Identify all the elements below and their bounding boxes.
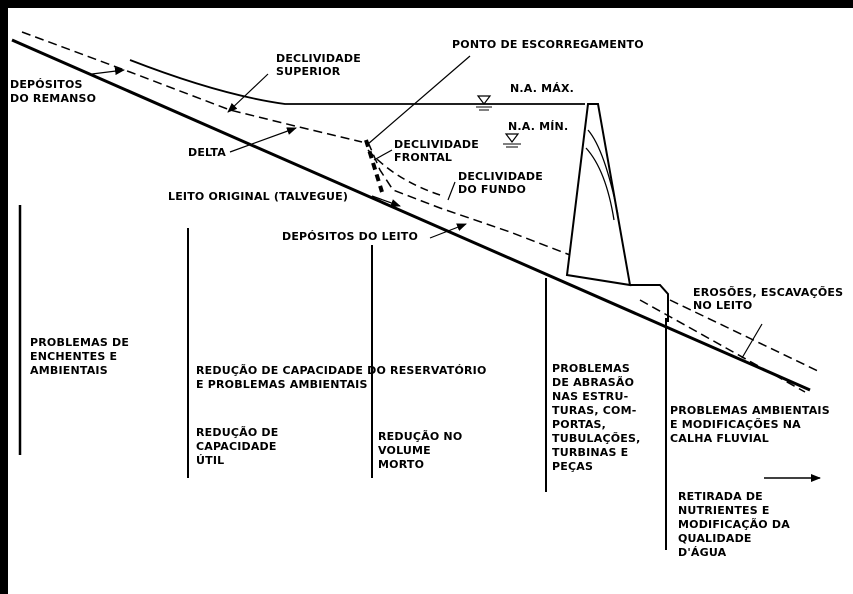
problem-capacidade-util-text: REDUÇÃO DE CAPACIDADE ÚTIL <box>196 426 279 467</box>
delta-label: DELTA <box>188 146 226 159</box>
delta-front-thick-dashed <box>364 139 384 193</box>
erosoes-label: EROSÕES, ESCAVAÇÕES NO LEITO <box>693 286 847 312</box>
na-min-label: N.A. MÍN. <box>508 120 568 133</box>
delta-leader <box>229 127 297 153</box>
na-max-label: N.A. MÁX. <box>510 82 574 95</box>
declividade-frontal-label: DECLIVIDADE FRONTAL <box>394 138 483 164</box>
dam-inner-curve-1 <box>587 129 619 216</box>
downstream-erosion-dashed-2 <box>639 299 806 393</box>
leito-leader <box>371 195 401 207</box>
upper-slope-curve <box>129 59 585 105</box>
depositos-remanso-label: DEPÓSITOS DO REMANSO <box>10 78 96 105</box>
frontal-slope-dashed-line <box>367 141 571 256</box>
problem-reservatorio-text: REDUÇÃO DE CAPACIDADE DO RESERVATÓRIO E … <box>196 364 487 391</box>
ponto-leader <box>367 55 471 145</box>
dam-structure <box>565 103 632 287</box>
declividade-superior-label: DECLIVIDADE SUPERIOR <box>276 52 365 78</box>
problem-volume-morto-text: REDUÇÃO NO VOLUME MORTO <box>378 430 463 471</box>
remanso-leader <box>91 67 125 76</box>
problem-calha-fluvial-text: PROBLEMAS AMBIENTAIS E MODIFICAÇÕES NA C… <box>670 404 830 445</box>
leito-original-label: LEITO ORIGINAL (TALVEGUE) <box>168 190 348 203</box>
original-riverbed-line <box>11 38 811 392</box>
dam-inner-curve-2 <box>585 147 615 221</box>
fundo-leader <box>447 181 456 201</box>
backwater-deposit-dashed-line <box>21 31 363 143</box>
problem-abrasao-text: PROBLEMAS DE ABRASÃO NAS ESTRU- TURAS, C… <box>552 362 641 473</box>
problem-nutrientes-text: RETIRADA DE NUTRIENTES E MODIFICAÇÃO DA … <box>678 490 790 559</box>
erosoes-leader <box>741 323 763 359</box>
declividade-fundo-label: DECLIVIDADE DO FUNDO <box>458 170 547 196</box>
bottom-slope-dashed-curve <box>367 149 441 196</box>
frontal-leader <box>373 149 393 161</box>
stilling-basin <box>630 284 669 322</box>
superior-leader <box>227 73 269 113</box>
max-water-level-symbol <box>476 95 492 111</box>
depositos-leito-label: DEPÓSITOS DO LEITO <box>282 230 418 243</box>
depositos-leito-leader <box>429 223 467 239</box>
ponto-escorregamento-label: PONTO DE ESCORREGAMENTO <box>452 38 644 51</box>
problem-enchentes-text: PROBLEMAS DE ENCHENTES E AMBIENTAIS <box>30 336 130 377</box>
min-water-level-symbol <box>503 133 521 148</box>
